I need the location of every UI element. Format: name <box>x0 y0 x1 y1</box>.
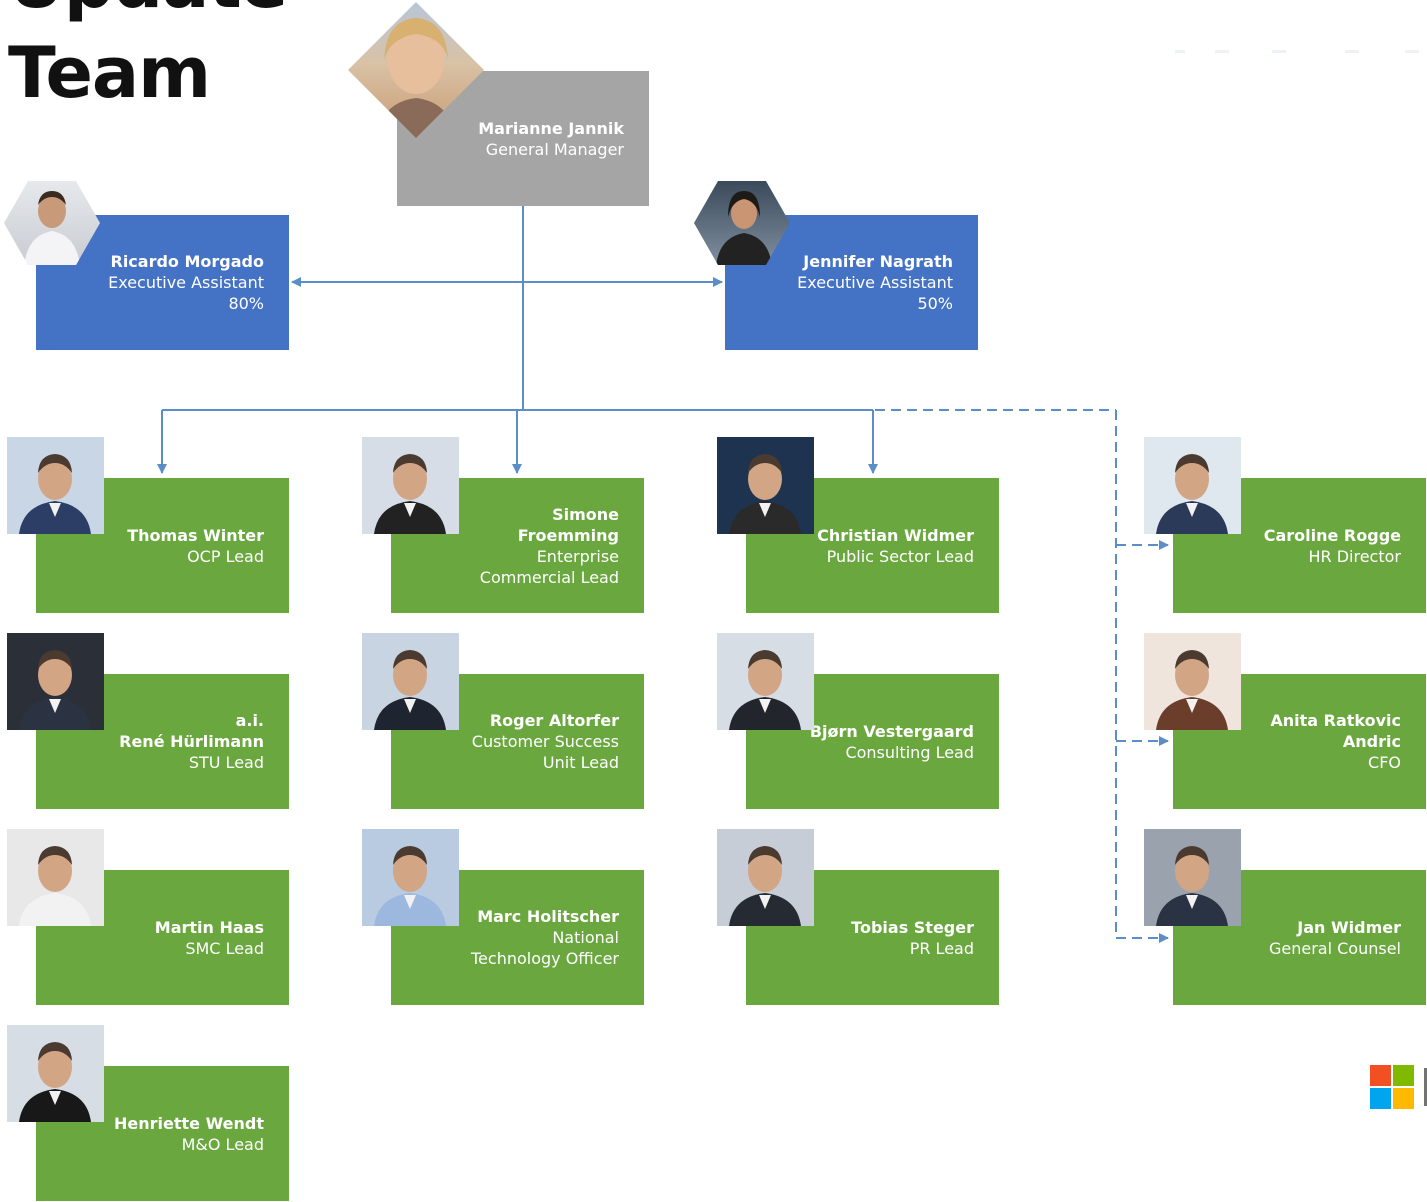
card-role: Unit Lead <box>542 753 619 772</box>
photo-team-member <box>717 633 814 730</box>
card-name: Jan Widmer <box>1297 917 1401 937</box>
photo-ricardo-morgado <box>4 181 100 265</box>
card-role: HR Director <box>1308 546 1401 566</box>
card-name: Tobias Steger <box>851 917 974 937</box>
photo-team-member <box>362 633 459 730</box>
photo-team-member <box>362 829 459 926</box>
card-name: Roger Altorfer <box>489 711 619 730</box>
card-name: Simone <box>552 504 619 524</box>
card-role: SMC Lead <box>185 938 264 958</box>
card-role: General Counsel <box>1268 938 1401 958</box>
card-role: Public Sector Lead <box>826 546 974 566</box>
card-share: 80% <box>228 294 264 313</box>
card-name: René Hürlimann <box>119 732 264 751</box>
photo-team-member <box>1144 829 1241 926</box>
card-name: Froemming <box>517 525 619 545</box>
card-name: a.i. <box>235 711 264 730</box>
card-name: Christian Widmer <box>817 525 974 545</box>
photo-team-member <box>7 633 104 730</box>
card-name: Jennifer Nagrath <box>803 252 953 271</box>
microsoft-logo-icon <box>1370 1065 1414 1109</box>
card-role: Customer Success <box>471 732 619 751</box>
photo-team-member <box>1144 437 1241 534</box>
logo-edge <box>1424 1068 1427 1106</box>
page-title-line1: Update <box>8 0 288 18</box>
card-role: General Manager <box>485 139 624 159</box>
photo-team-member <box>7 829 104 926</box>
card-name: Marc Holitscher <box>477 907 619 926</box>
photo-jennifer-nagrath <box>694 181 790 265</box>
page-title-line2: Team <box>8 32 211 114</box>
card-role: Technology Officer <box>471 949 619 968</box>
card-name: Ricardo Morgado <box>110 252 265 271</box>
card-name: Marianne Jannik <box>478 118 624 138</box>
card-role: National <box>552 928 619 947</box>
card-role: Executive Assistant <box>797 273 953 292</box>
card-name: Caroline Rogge <box>1263 525 1401 545</box>
photo-team-member <box>7 1025 104 1122</box>
card-name: Bjørn Vestergaard <box>809 721 974 741</box>
card-role: OCP Lead <box>187 546 264 566</box>
card-role: Executive Assistant <box>108 273 264 292</box>
card-role: Commercial Lead <box>479 567 619 587</box>
decoration <box>1215 50 1229 53</box>
card-name: Andric <box>1342 732 1401 751</box>
card-role: Enterprise <box>536 546 619 566</box>
card-name: Thomas Winter <box>127 525 264 545</box>
card-role: M&O Lead <box>181 1134 264 1154</box>
decoration <box>1175 50 1185 53</box>
card-name: Anita Ratkovic <box>1270 711 1401 730</box>
photo-team-member <box>717 829 814 926</box>
photo-team-member <box>717 437 814 534</box>
org-card-general-manager[interactable]: Marianne Jannik General Manager <box>397 71 649 206</box>
card-role: PR Lead <box>909 938 974 958</box>
card-share: 50% <box>917 294 953 313</box>
card-name: Martin Haas <box>154 917 264 937</box>
card-role: Consulting Lead <box>845 742 974 762</box>
decoration <box>1345 50 1359 53</box>
photo-team-member <box>362 437 459 534</box>
decoration <box>1405 50 1419 53</box>
decoration <box>1272 50 1286 53</box>
photo-team-member <box>7 437 104 534</box>
photo-team-member <box>1144 633 1241 730</box>
card-name: Henriette Wendt <box>114 1113 264 1133</box>
card-role: CFO <box>1368 753 1401 772</box>
card-role: STU Lead <box>188 753 264 772</box>
